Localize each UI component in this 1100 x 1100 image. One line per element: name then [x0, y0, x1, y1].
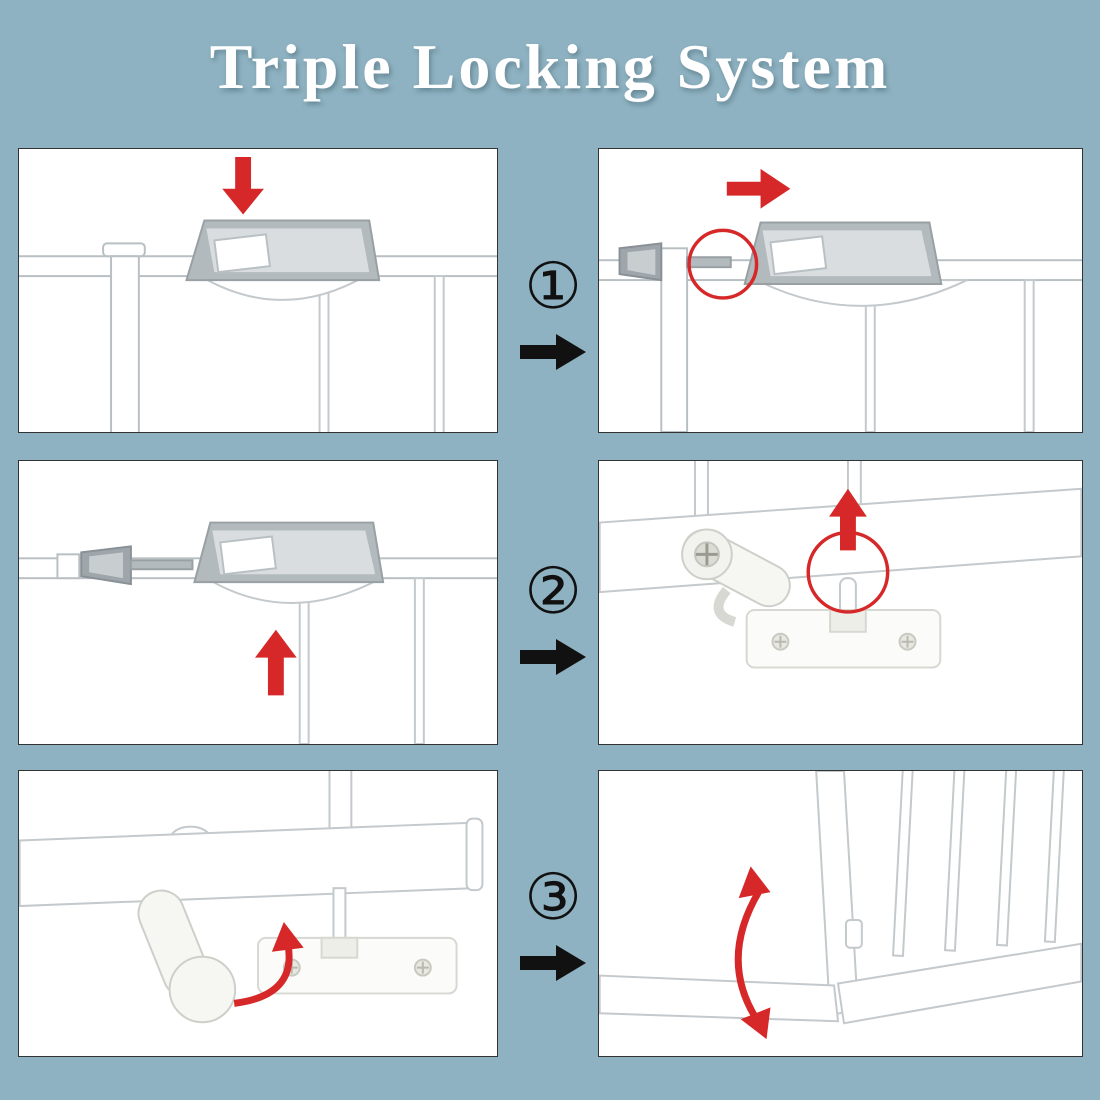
red-swing-arrow-icon — [734, 890, 762, 1022]
gate-handle-slide-illustration — [599, 168, 1082, 432]
step-1-number: ① — [524, 250, 582, 324]
panel-step3-before — [18, 770, 498, 1057]
gate-handle-press-down-illustration — [19, 156, 497, 432]
bottom-lock-rotate-illustration — [19, 771, 484, 1024]
red-swing-arrow-head-top — [738, 866, 771, 899]
step-3-right-arrow-icon — [508, 944, 598, 987]
page-title: Triple Locking System — [209, 31, 891, 102]
bottom-pin-release-illustration — [599, 461, 1082, 669]
step-marker-1: ① — [508, 255, 598, 376]
red-up-arrow-icon — [255, 629, 297, 696]
red-curved-arrow-head — [271, 921, 304, 952]
panel-step2-after — [598, 460, 1083, 745]
red-up-arrow-icon — [829, 488, 867, 551]
panel-step2-before — [18, 460, 498, 745]
step-marker-2: ② — [508, 560, 598, 681]
step-2-right-arrow-icon — [508, 638, 598, 681]
panel-step1-after — [598, 148, 1083, 433]
red-curved-arrow-icon — [233, 943, 293, 1007]
panel-step1-before — [18, 148, 498, 433]
panel-step3-after — [598, 770, 1083, 1057]
gate-swing-open-illustration — [599, 771, 1082, 1040]
red-swing-arrow-head-bottom — [740, 1007, 771, 1040]
gate-handle-lift-up-illustration — [19, 521, 497, 744]
red-down-arrow-icon — [222, 156, 264, 215]
red-right-arrow-icon — [726, 168, 791, 209]
step-3-number: ③ — [524, 861, 582, 935]
red-highlight-circle — [687, 228, 759, 300]
step-marker-3: ③ — [508, 866, 598, 987]
step-2-number: ② — [524, 555, 582, 629]
step-1-right-arrow-icon — [508, 333, 598, 376]
